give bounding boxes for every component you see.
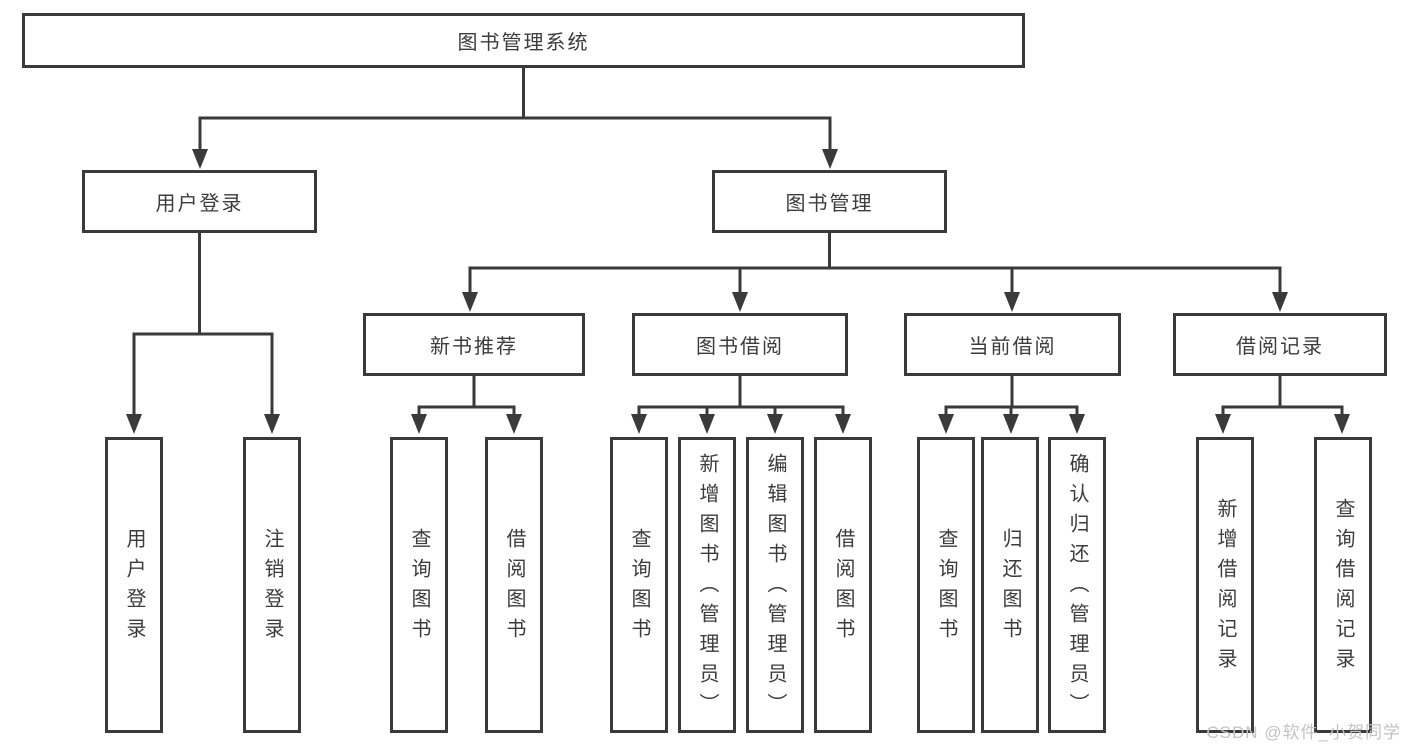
- node-borrowing-add-books-admin: 新增图书（管理员）: [678, 437, 736, 733]
- node-borrowing-edit-books-admin: 编辑图书（管理员）: [746, 437, 804, 733]
- csdn-watermark: CSDN @软件_小贺同学: [1206, 723, 1401, 742]
- node-borrowing-records: 借阅记录: [1173, 313, 1387, 376]
- node-records-add-record: 新增借阅记录: [1196, 437, 1254, 733]
- node-current-return-books: 归还图书: [981, 437, 1039, 733]
- node-borrowing-query-books: 查询图书: [610, 437, 668, 733]
- node-new-book-recommendation: 新书推荐: [363, 313, 585, 376]
- node-current-confirm-return-admin: 确认归还（管理员）: [1048, 437, 1106, 733]
- node-records-query-record: 查询借阅记录: [1314, 437, 1372, 733]
- node-book-management: 图书管理: [712, 170, 947, 233]
- node-current-query-books: 查询图书: [917, 437, 975, 733]
- node-newbook-borrow-books: 借阅图书: [485, 437, 543, 733]
- node-current-borrowing: 当前借阅: [904, 313, 1121, 376]
- node-root: 图书管理系统: [22, 13, 1025, 68]
- node-book-borrowing: 图书借阅: [632, 313, 848, 376]
- node-borrowing-borrow-books: 借阅图书: [814, 437, 872, 733]
- node-newbook-query-books: 查询图书: [390, 437, 448, 733]
- node-logout: 注销登录: [243, 437, 301, 733]
- node-login: 用户登录: [105, 437, 163, 733]
- node-user-login: 用户登录: [82, 170, 317, 233]
- arrowheads: [126, 149, 1350, 434]
